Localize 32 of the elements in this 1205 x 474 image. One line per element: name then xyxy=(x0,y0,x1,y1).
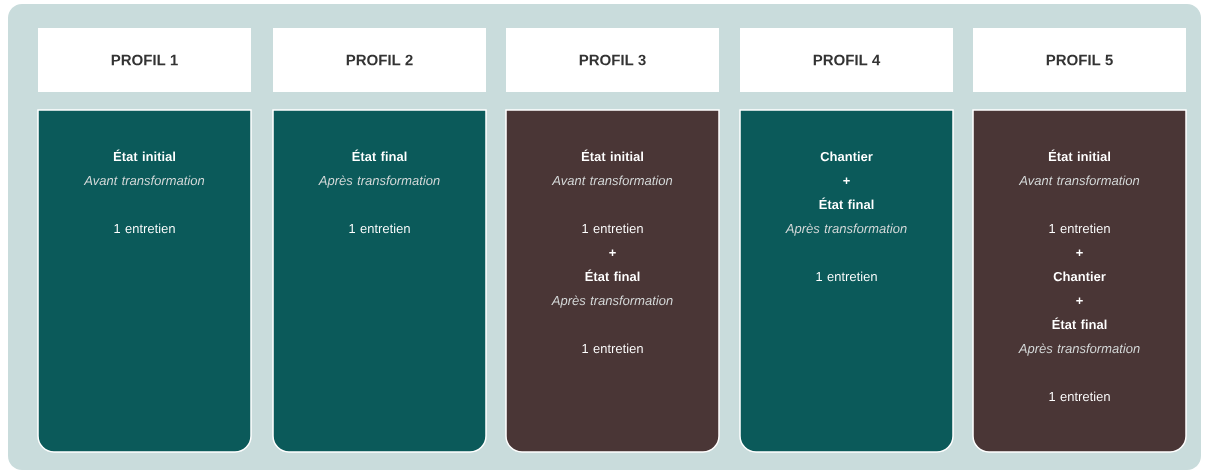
card-text: 1 entretien xyxy=(114,223,175,234)
card-subtitle: Avant transformation xyxy=(551,175,673,186)
header-box: PROFIL 2 xyxy=(273,28,486,92)
card-heading: État initial xyxy=(113,149,175,162)
card-text: 1 entretien xyxy=(349,223,410,234)
header-box: PROFIL 1 xyxy=(38,28,251,92)
card-subtitle: Avant transformation xyxy=(1018,175,1140,186)
card-subtitle: Avant transformation xyxy=(83,175,205,186)
card-text: 1 entretien xyxy=(1049,391,1110,402)
card-heading: État final xyxy=(1052,317,1107,330)
card-subtitle: Après transformation xyxy=(551,295,673,308)
card-heading: État final xyxy=(352,149,407,162)
card-heading: État initial xyxy=(581,149,643,162)
card-heading: + xyxy=(1076,249,1083,256)
card-heading: État initial xyxy=(1048,149,1110,162)
header-box: PROFIL 3 xyxy=(506,28,719,92)
card-text: 1 entretien xyxy=(1049,223,1110,234)
header-box: PROFIL 4 xyxy=(740,28,953,92)
card-heading: + xyxy=(843,177,850,184)
header-box: PROFIL 5 xyxy=(973,28,1186,92)
card-subtitle: Après transformation xyxy=(318,175,440,188)
card-text: 1 entretien xyxy=(582,223,643,234)
card-text: 1 entretien xyxy=(816,271,877,282)
card-heading: Chantier xyxy=(820,151,873,162)
card-heading: État final xyxy=(819,197,874,210)
card-heading: Chantier xyxy=(1053,271,1106,282)
card-heading: État final xyxy=(585,269,640,282)
card-heading: + xyxy=(609,249,616,256)
card-text: 1 entretien xyxy=(582,343,643,354)
card-subtitle: Après transformation xyxy=(785,223,907,236)
card-subtitle: Après transformation xyxy=(1018,343,1140,356)
card-heading: + xyxy=(1076,297,1083,304)
